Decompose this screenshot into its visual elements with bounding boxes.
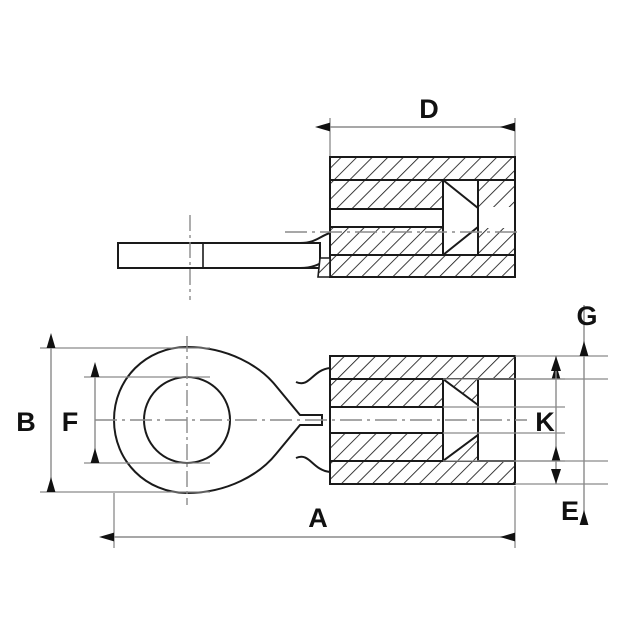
dimension-e-inner-arrow bbox=[551, 469, 561, 484]
dimension-a: A bbox=[99, 486, 516, 548]
plan-flare-diagonal-lower-edge bbox=[442, 434, 479, 462]
side-insulation-lower-wall bbox=[329, 254, 516, 278]
plan-insulation-lower-wall bbox=[329, 460, 516, 485]
plan-insulation-flare-lower-fill bbox=[443, 435, 515, 461]
side-metal-barrel-upper-wall bbox=[329, 179, 444, 210]
dimension-g-e-reference-lines bbox=[551, 356, 561, 484]
plan-insulation-flare-upper-fill bbox=[443, 379, 515, 405]
plan-flare-diagonal-upper bbox=[442, 378, 479, 406]
side-insulation-upper-wall bbox=[329, 156, 516, 181]
plan-neck-curve-lower bbox=[295, 455, 331, 473]
side-neck-wedge-hatch bbox=[317, 257, 331, 278]
dimension-g-inner-arrow bbox=[551, 356, 561, 371]
plan-insulation-upper-wall bbox=[329, 355, 516, 380]
plan-neck-curve-upper bbox=[295, 367, 331, 385]
dimension-d-label: D bbox=[419, 94, 439, 124]
dimension-f-label: F bbox=[62, 407, 79, 437]
dimension-e: E bbox=[515, 460, 608, 526]
side-neck-curve-upper bbox=[299, 232, 331, 244]
dimension-f: F bbox=[62, 362, 210, 464]
dimension-b-label: B bbox=[16, 407, 36, 437]
side-metal-barrel-lower-wall bbox=[329, 226, 444, 256]
plan-metal-barrel-lower-wall bbox=[329, 432, 444, 462]
plan-metal-barrel-upper-wall bbox=[329, 378, 444, 408]
dimension-a-label: A bbox=[308, 503, 328, 533]
dimension-g: G bbox=[515, 301, 608, 484]
dimension-g-label: G bbox=[576, 301, 597, 331]
side-elevation-view: D bbox=[117, 94, 520, 300]
dimension-b: B bbox=[16, 333, 210, 493]
side-tongue-blade bbox=[117, 242, 321, 269]
dimension-e-label: E bbox=[561, 496, 579, 526]
plan-view: B F A K bbox=[16, 301, 608, 548]
dimension-k-label: K bbox=[535, 407, 555, 437]
